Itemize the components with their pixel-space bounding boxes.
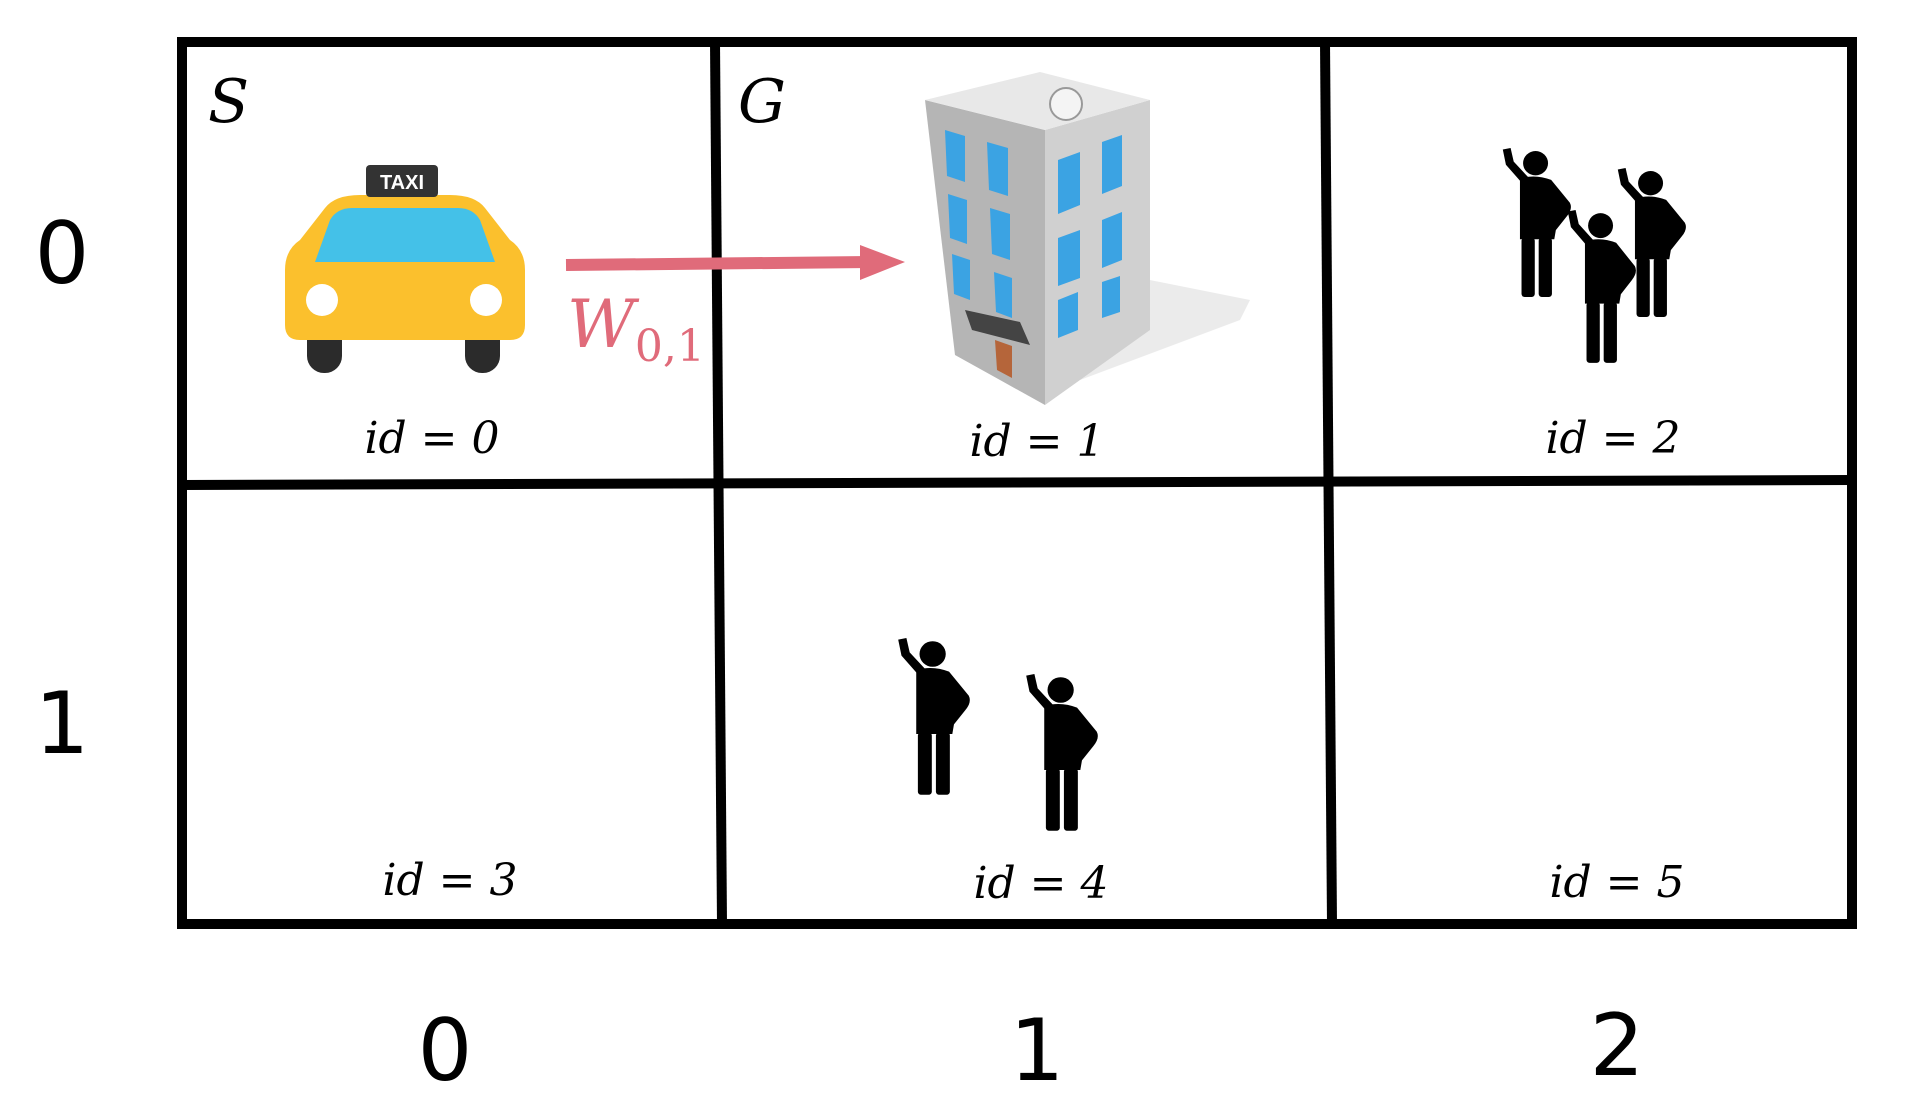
grid-col-divider-1 [710, 41, 727, 925]
cell-id-label: id = 5 [1549, 857, 1684, 908]
person-waving-icon [1502, 148, 1571, 297]
cell-id-label: id = 3 [382, 855, 517, 906]
cell-id-label: id = 4 [973, 858, 1108, 909]
cell-id-label: id = 2 [1545, 413, 1680, 464]
person-waving-icon [898, 638, 970, 795]
row-label-1: 1 [35, 674, 90, 774]
goal-label: G [738, 67, 786, 137]
taxi-sign-text: TAXI [380, 172, 424, 194]
transition-arrow [565, 245, 905, 280]
col-label-0: 0 [418, 1001, 473, 1101]
cell-id-label: id = 1 [969, 416, 1104, 467]
person-waving-icon [1567, 210, 1636, 363]
grid [177, 37, 1857, 929]
person-waving-icon [1617, 168, 1686, 317]
col-label-1: 1 [1010, 1001, 1065, 1101]
grid-col-divider-2 [1320, 41, 1337, 925]
person-waving-icon [1026, 674, 1098, 831]
grid-row-divider [181, 475, 1853, 490]
taxi-icon: TAXI [285, 165, 525, 373]
cell-id-label: id = 0 [364, 413, 499, 464]
edge-weight-label: W0,1 [567, 286, 705, 372]
row-label-0: 0 [35, 204, 90, 304]
building-icon [925, 72, 1250, 405]
col-label-2: 2 [1590, 996, 1645, 1096]
start-label: S [208, 67, 249, 137]
